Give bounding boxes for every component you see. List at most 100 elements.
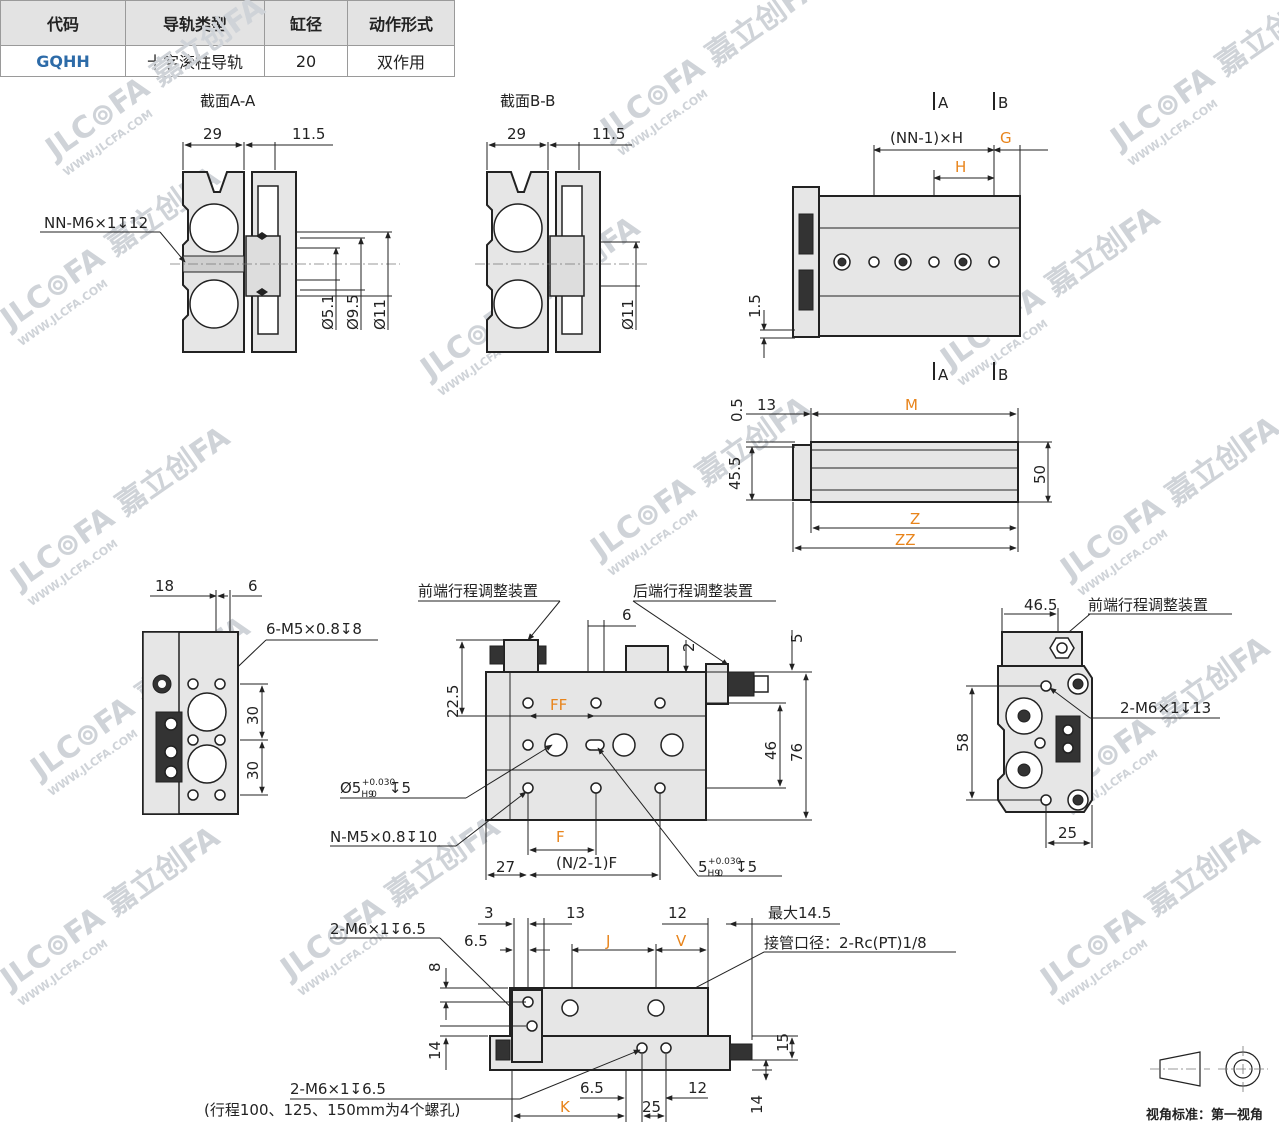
bv-callout2-note: (行程100、125、150mm为4个螺孔): [204, 1101, 460, 1119]
side-dim-50: 50: [1031, 465, 1049, 484]
section-bb-title: 截面B-B: [500, 92, 555, 110]
le-dim-18: 18: [155, 577, 174, 595]
re-callout: 2-M6×1↧13: [1120, 699, 1211, 717]
spec-table: 代码 导轨类型 缸径 动作形式 GQHH 十字滚柱导轨 20 双作用: [0, 0, 455, 77]
aa-callout: NN-M6×1↧12: [44, 214, 148, 232]
watermark: JLC⊚FA 嘉立创FA: [1103, 0, 1279, 158]
side-zz: ZZ: [895, 531, 916, 549]
bv-callout1: 2-M6×1↧6.5: [330, 920, 426, 938]
header-code: 代码: [0, 0, 126, 46]
bb-dim-29: 29: [507, 125, 526, 143]
fv-dim-22-5: 22.5: [444, 685, 462, 718]
le-dim-30b: 30: [244, 761, 262, 780]
watermark: JLC⊚FA 嘉立创FA: [593, 0, 827, 148]
fv-front-adj: 前端行程调整装置: [418, 582, 538, 600]
side-dim-13: 13: [757, 396, 776, 414]
aa-dim-11-5: 11.5: [292, 125, 325, 143]
bb-dim-11-5: 11.5: [592, 125, 625, 143]
top-h: H: [955, 158, 966, 176]
top-b-label-upper: B: [998, 94, 1008, 112]
top-a-label-lower: A: [938, 366, 949, 384]
projection-symbol: 视角标准：第一视角: [1146, 1046, 1268, 1123]
bv-k: K: [560, 1098, 571, 1116]
bv-dim-13: 13: [566, 904, 585, 922]
top-a-label-upper: A: [938, 94, 949, 112]
top-view: A B (NN-1)×H G H 1.5 A B: [746, 92, 1048, 384]
bv-dim-8: 8: [426, 962, 444, 972]
spec-header-row: 代码 导轨类型 缸径 动作形式: [0, 0, 455, 46]
bv-dim-15: 15: [774, 1033, 792, 1052]
top-pitch: (NN-1)×H: [890, 129, 963, 147]
bv-j: J: [605, 932, 610, 950]
front-view: 前端行程调整装置 后端行程调整装置 6 2 5: [330, 582, 812, 880]
fv-dim-5: 5: [788, 633, 806, 643]
le-dim-30a: 30: [244, 706, 262, 725]
top-dim-1-5: 1.5: [746, 294, 764, 318]
bv-dim-14b: 14: [748, 1095, 766, 1114]
bv-dim-12: 12: [668, 904, 687, 922]
bv-dim-6-5: 6.5: [464, 932, 488, 950]
aa-dia-11: Ø11: [371, 299, 389, 330]
fv-n2-f: (N/2-1)F: [556, 854, 617, 872]
fv-ff: FF: [550, 696, 567, 714]
le-dim-6: 6: [248, 577, 258, 595]
header-action: 动作形式: [347, 0, 455, 46]
re-dim-46-5: 46.5: [1024, 596, 1057, 614]
bv-max: 最大14.5: [768, 904, 831, 922]
bv-dim-25: 25: [642, 1098, 661, 1116]
watermark: JLC⊚FA 嘉立创FA: [1053, 409, 1279, 587]
side-dim-0-5: 0.5: [728, 398, 746, 422]
bottom-view: 2-M6×1↧6.5 3 13 12 最大14.5 6.5 J V 接管口径：2…: [204, 904, 956, 1122]
top-b-label-lower: B: [998, 366, 1008, 384]
bv-dim-6-5b: 6.5: [580, 1079, 604, 1097]
cell-rail-type: 十字滚柱导轨: [125, 45, 265, 77]
projection-label: 视角标准：第一视角: [1146, 1107, 1263, 1123]
watermark: JLC⊚FA 嘉立创FA: [38, 0, 272, 168]
fv-dim-76: 76: [788, 743, 806, 762]
watermark: JLC⊚FA 嘉立创FA: [0, 819, 227, 997]
fv-n-callout: N-M5×0.8↧10: [330, 828, 437, 846]
bb-dia-11: Ø11: [619, 299, 637, 330]
top-g: G: [1000, 129, 1012, 147]
watermark: JLC⊚FA 嘉立创FA: [583, 389, 817, 567]
side-z: Z: [910, 510, 920, 528]
fv-f: F: [556, 828, 565, 846]
fv-dim-46: 46: [762, 741, 780, 760]
cell-action: 双作用: [347, 45, 455, 77]
fv-dim-27: 27: [496, 858, 515, 876]
section-b-b: 截面B-B 29 11.5 Ø11: [475, 92, 650, 353]
cell-bore: 20: [264, 45, 348, 77]
aa-dia-9-5: Ø9.5: [344, 294, 362, 330]
fv-rear-adj: 后端行程调整装置: [633, 582, 753, 600]
watermark: JLC⊚FA 嘉立创FA: [3, 419, 237, 597]
aa-dia-5-1: Ø5.1: [319, 294, 337, 330]
aa-dim-29: 29: [203, 125, 222, 143]
re-front-adj: 前端行程调整装置: [1088, 596, 1208, 614]
re-dim-25: 25: [1058, 824, 1077, 842]
re-dim-58: 58: [954, 733, 972, 752]
section-a-a: 截面A-A 29 11.5 Ø5.1 Ø9.5 Ø11 NN-: [40, 92, 400, 353]
bv-dim-3: 3: [484, 904, 494, 922]
watermark: JLC⊚FA 嘉立创FA: [1033, 819, 1267, 997]
side-m: M: [905, 396, 918, 414]
projection-cone-icon: [1159, 1051, 1201, 1087]
side-view: 0.5 13 M 45.5 50 Z ZZ: [726, 396, 1052, 552]
left-end-view: 18 6 6-M5×0.8↧8 30 30: [142, 577, 378, 815]
side-dim-45-5: 45.5: [726, 457, 744, 490]
le-callout: 6-M5×0.8↧8: [266, 620, 362, 638]
bv-port: 接管口径：2-Rc(PT)1/8: [764, 934, 927, 952]
bv-dim-12b: 12: [688, 1079, 707, 1097]
bv-callout2: 2-M6×1↧6.5: [290, 1080, 386, 1098]
bv-v: V: [676, 932, 687, 950]
cell-code: GQHH: [0, 45, 126, 77]
spec-data-row: GQHH 十字滚柱导轨 20 双作用: [0, 45, 455, 77]
right-end-view: 46.5 前端行程调整装置 2-M6×1↧13 58 25: [954, 596, 1232, 848]
fv-dim-2: 2: [680, 642, 698, 652]
section-aa-title: 截面A-A: [200, 92, 256, 110]
bv-dim-14a: 14: [426, 1041, 444, 1060]
fv-dim-6: 6: [622, 606, 632, 624]
